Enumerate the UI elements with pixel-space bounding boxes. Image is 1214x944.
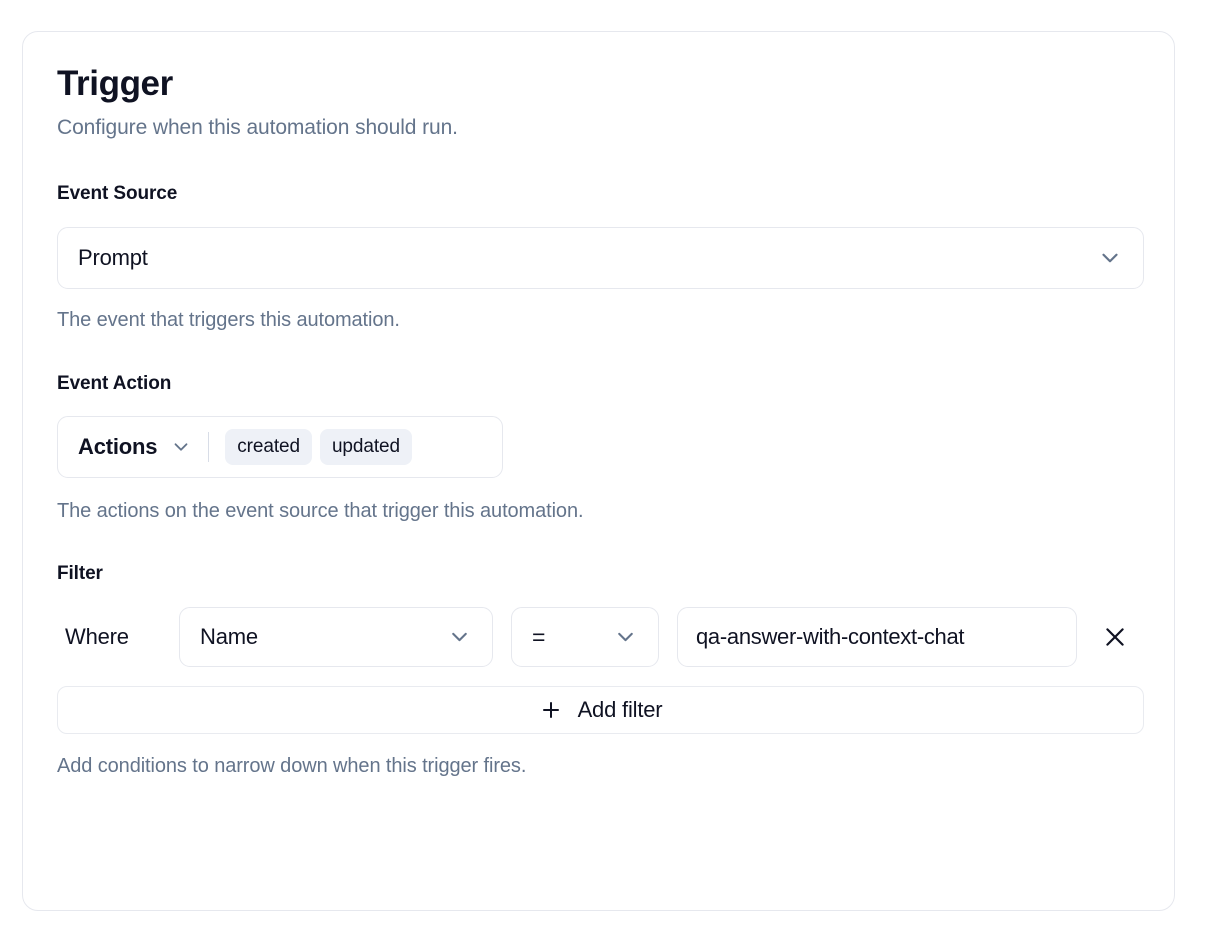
chevron-down-icon — [1097, 245, 1123, 271]
filter-section: Filter Where Name = — [57, 563, 1144, 778]
card-subtitle: Configure when this automation should ru… — [57, 116, 458, 140]
event-action-help: The actions on the event source that tri… — [57, 500, 584, 523]
chevron-down-icon — [447, 625, 472, 650]
event-action-chip[interactable]: updated — [319, 429, 412, 466]
event-action-multiselect[interactable]: Actions created updated — [57, 416, 503, 479]
remove-filter-button[interactable] — [1093, 615, 1137, 659]
event-action-section: Event Action Actions created updated — [57, 373, 1140, 523]
chevron-down-icon — [613, 625, 638, 650]
event-action-dropdown-trigger[interactable]: Actions — [78, 434, 208, 460]
event-source-label: Event Source — [57, 183, 178, 205]
add-filter-label: Add filter — [577, 697, 663, 723]
event-source-value: Prompt — [78, 245, 148, 271]
filter-operator-value: = — [532, 623, 546, 650]
multiselect-divider — [208, 432, 210, 463]
event-action-chips: created updated — [225, 429, 412, 466]
trigger-card: Trigger Configure when this automation s… — [22, 31, 1175, 911]
event-source-section: Event Source Prompt The event that trigg… — [57, 183, 1144, 332]
plus-icon — [539, 698, 563, 722]
event-source-select[interactable]: Prompt — [57, 227, 1144, 290]
filter-field-select[interactable]: Name — [179, 607, 493, 668]
filter-help: Add conditions to narrow down when this … — [57, 755, 527, 778]
event-source-help: The event that triggers this automation. — [57, 309, 400, 332]
filter-field-value: Name — [200, 624, 258, 650]
close-icon — [1102, 624, 1128, 650]
filter-label: Filter — [57, 563, 103, 585]
add-filter-button[interactable]: Add filter — [57, 686, 1144, 735]
filter-operator-select[interactable]: = — [511, 607, 659, 668]
where-label: Where — [65, 624, 129, 650]
chevron-down-icon — [170, 436, 192, 458]
event-action-trigger-label: Actions — [78, 434, 158, 460]
filter-row: Where Name = — [57, 607, 1140, 668]
event-action-label: Event Action — [57, 373, 172, 395]
page-title: Trigger — [57, 64, 173, 103]
filter-value-input[interactable] — [677, 607, 1077, 668]
event-action-chip[interactable]: created — [225, 429, 312, 466]
